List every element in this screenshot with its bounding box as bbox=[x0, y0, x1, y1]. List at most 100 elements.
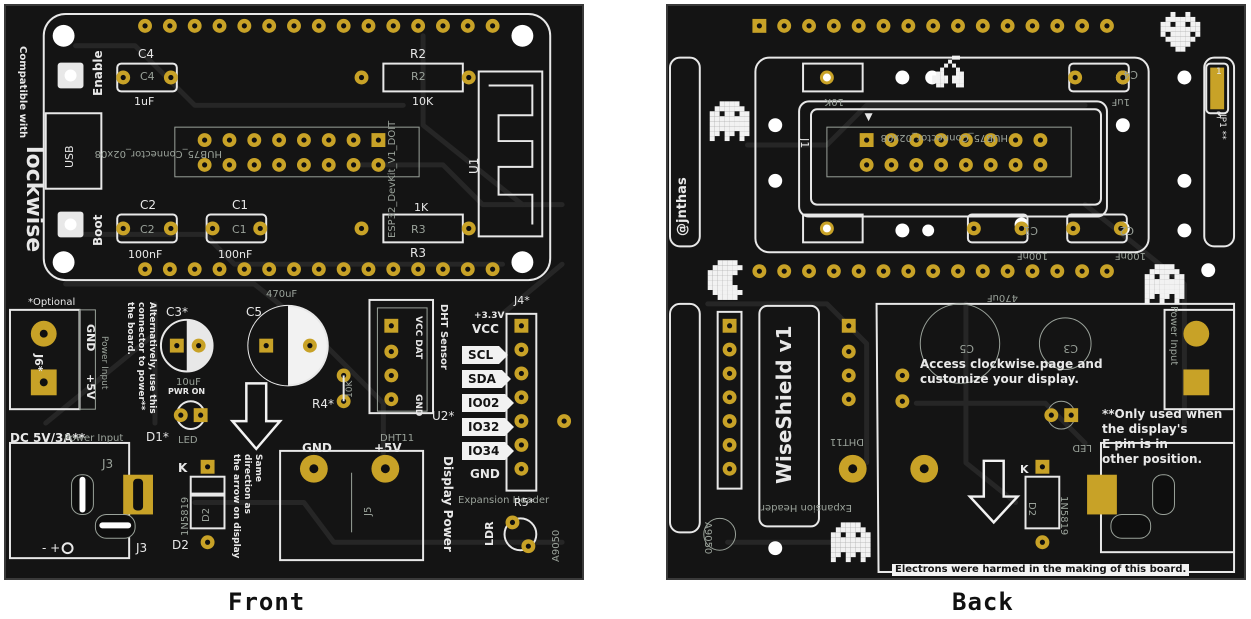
dht-gnd-label: GND bbox=[413, 394, 423, 417]
pad-hole bbox=[39, 378, 48, 387]
back-jp1-pin1: 1 bbox=[1216, 67, 1222, 77]
back-expansion-fab: Expansion Header bbox=[760, 502, 852, 513]
pad-hole bbox=[756, 23, 762, 29]
pad-hole bbox=[39, 329, 48, 338]
back-j3-slot-2 bbox=[1110, 513, 1152, 539]
silk-outline bbox=[1203, 56, 1236, 248]
silk-outline bbox=[279, 449, 425, 562]
pad-hole bbox=[963, 162, 969, 168]
silk-outline bbox=[754, 56, 1150, 254]
u1-ref: U1 bbox=[467, 157, 481, 174]
back-board-artwork bbox=[669, 11, 1236, 574]
pad-hole bbox=[196, 343, 202, 349]
pad-hole bbox=[192, 23, 198, 29]
j5-gnd-label: GND bbox=[302, 441, 332, 455]
pad-hole bbox=[316, 266, 322, 272]
pad-hole bbox=[301, 162, 307, 168]
pad-hole bbox=[167, 266, 173, 272]
pad-hole bbox=[263, 343, 269, 349]
pad-hole bbox=[465, 266, 471, 272]
back-c5-outline bbox=[919, 303, 1001, 384]
pad-hole bbox=[806, 23, 812, 29]
hub75-fab-label: HUB75_Connector_02x08 bbox=[94, 148, 222, 159]
silk-outline bbox=[802, 213, 864, 244]
back-c3-fab: C3 bbox=[1063, 342, 1078, 355]
back-a9050-fab: A9050 bbox=[702, 522, 713, 555]
back-c5-value: 470uF bbox=[986, 292, 1018, 303]
pad-hole bbox=[390, 266, 396, 272]
ghost-icon bbox=[830, 522, 871, 563]
pad-hole bbox=[276, 137, 282, 143]
pad-hole bbox=[142, 266, 148, 272]
pad-hole bbox=[1120, 74, 1126, 81]
pad-hole bbox=[202, 137, 208, 143]
alt-text-line: the board. bbox=[125, 302, 135, 355]
copper-trace bbox=[744, 102, 1088, 148]
pad-hole bbox=[1018, 225, 1025, 232]
pad-hole bbox=[756, 268, 762, 274]
pad-hole bbox=[971, 225, 977, 232]
pad-hole bbox=[1013, 162, 1019, 168]
pad-hole bbox=[120, 74, 126, 81]
pad-hole bbox=[930, 23, 936, 29]
fab-outline bbox=[826, 126, 1072, 178]
pad-hole bbox=[388, 372, 394, 378]
pad-hole bbox=[1005, 23, 1011, 29]
pad-hole bbox=[341, 266, 347, 272]
j6-power-input-fab: Power Input bbox=[99, 336, 109, 390]
pad-hole bbox=[388, 396, 394, 402]
arrow-text-line: the arrow on display bbox=[231, 454, 241, 559]
silk-outline bbox=[1205, 62, 1230, 115]
back-j6-pad-2 bbox=[1183, 369, 1210, 396]
pad-hole bbox=[415, 23, 421, 29]
pad-hole bbox=[1039, 464, 1045, 470]
strawberry-icon bbox=[1160, 11, 1201, 52]
back-j3-slot bbox=[1152, 474, 1175, 515]
pad-hole bbox=[1048, 412, 1054, 418]
ghost-icon bbox=[709, 101, 750, 142]
r2-value: 10K bbox=[412, 95, 434, 108]
pad-hole bbox=[380, 464, 390, 474]
front-caption: Front bbox=[228, 588, 306, 616]
brand-title: WiseShield v1 bbox=[772, 325, 796, 484]
pad-hole bbox=[727, 466, 733, 472]
note-text-line: the display's bbox=[1102, 422, 1188, 436]
pad-hole bbox=[980, 23, 986, 29]
j4-ref: J4* bbox=[514, 294, 530, 307]
pad-hole bbox=[846, 372, 852, 378]
r4-ref: R4* bbox=[312, 397, 334, 411]
j4-gnd-label: GND bbox=[470, 467, 500, 481]
pad-hole bbox=[781, 23, 787, 29]
pad-hole bbox=[1005, 268, 1011, 274]
silk-outline bbox=[42, 12, 552, 282]
pad-hole bbox=[1072, 74, 1078, 81]
pad-hole bbox=[1118, 225, 1124, 232]
pad-hole bbox=[226, 137, 233, 143]
pad-hole bbox=[466, 225, 472, 232]
note-text-line: other position. bbox=[1102, 452, 1203, 466]
pad-hole bbox=[518, 466, 524, 472]
mounting-hole bbox=[922, 224, 935, 237]
c2-value: 100nF bbox=[128, 248, 163, 261]
pad-hole bbox=[307, 343, 313, 349]
pad-hole bbox=[727, 442, 733, 448]
display-power-label: Display Power bbox=[441, 456, 455, 552]
ldr-label: LDR bbox=[483, 521, 496, 546]
access-text-line: Access clockwise.page and bbox=[920, 357, 1103, 371]
d2-value: 1N5819 bbox=[180, 496, 191, 536]
back-k-label: K bbox=[1020, 463, 1029, 476]
esp32-fab-label: ESP32_DevKit_V1_DOIT bbox=[387, 120, 398, 238]
pad-hole bbox=[168, 225, 174, 232]
c2-fab: C2 bbox=[140, 223, 155, 236]
pad-hole bbox=[490, 23, 496, 29]
u2-ref: U2* bbox=[432, 409, 455, 423]
j4-pin-io02: IO02 bbox=[462, 394, 515, 412]
pad-hole bbox=[846, 349, 852, 355]
pad-hole bbox=[899, 398, 905, 404]
c3-ref: C3* bbox=[166, 305, 189, 319]
boot-label: Boot bbox=[91, 214, 105, 246]
copper-trace bbox=[500, 261, 565, 317]
pad-hole bbox=[202, 162, 208, 168]
pad-hole bbox=[266, 23, 272, 29]
back-d2-value: 1N5819 bbox=[1058, 496, 1069, 536]
